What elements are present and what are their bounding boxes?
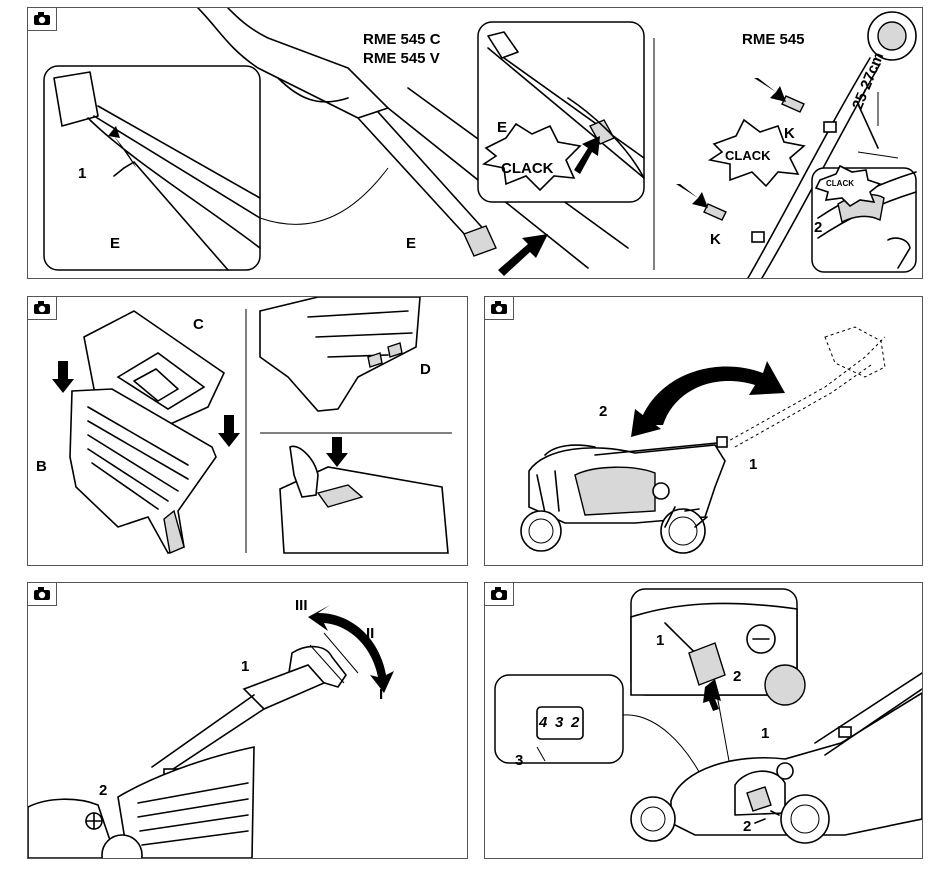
panel-cutting-height: 4 3 2 3 1 2 1 2 [484,582,923,859]
label-model-545: RME 545 [742,32,805,47]
mower-unfold-drawing [485,297,922,565]
label-d: D [420,362,431,377]
grass-box-drawing [28,297,467,565]
cutting-height-drawing [485,583,922,858]
label-iii: III [295,598,308,613]
label-1: 1 [761,726,769,741]
label-i: I [379,687,383,702]
arrow-icon [52,361,74,393]
label-clack-right: CLACK [725,149,771,162]
label-2: 2 [599,404,607,419]
label-e-inset: E [497,120,507,135]
label-e-center: E [406,236,416,251]
digit-2: 2 [571,715,579,730]
label-c: C [193,317,204,332]
label-1: 1 [241,659,249,674]
label-model-c: RME 545 C [363,32,441,47]
arrow-icon [218,415,240,447]
digit-3: 3 [555,715,563,730]
label-e-left: E [110,236,120,251]
label-1: 1 [749,457,757,472]
label-2-inset: 2 [733,669,741,684]
handle-assembly-drawing [28,8,922,278]
panel-handle-height: III II I 1 2 [27,582,468,859]
label-model-v: RME 545 V [363,51,440,66]
arrow-icon [631,361,785,437]
label-k-lower: K [710,232,721,247]
label-ii: II [366,626,374,641]
label-clack-small: CLACK [826,180,854,188]
label-2: 2 [814,220,822,235]
digit-4: 4 [539,715,547,730]
panel-grass-box-assembly: C B D [27,296,468,566]
mower-body [529,443,725,523]
label-k-upper: K [784,126,795,141]
mower-handle [152,633,358,781]
handle-height-drawing [28,583,467,858]
label-1-inset: 1 [656,633,664,648]
label-2: 2 [743,819,751,834]
label-b: B [36,459,47,474]
arrow-icon [326,437,348,467]
label-clack-center: CLACK [501,161,554,176]
label-2: 2 [99,783,107,798]
label-1: 1 [78,166,86,181]
label-3: 3 [515,753,523,768]
panel-handle-unfold: 2 1 [484,296,923,566]
panel-handle-assembly: RME 545 C RME 545 V RME 545 1 E E E CLAC… [27,7,923,279]
